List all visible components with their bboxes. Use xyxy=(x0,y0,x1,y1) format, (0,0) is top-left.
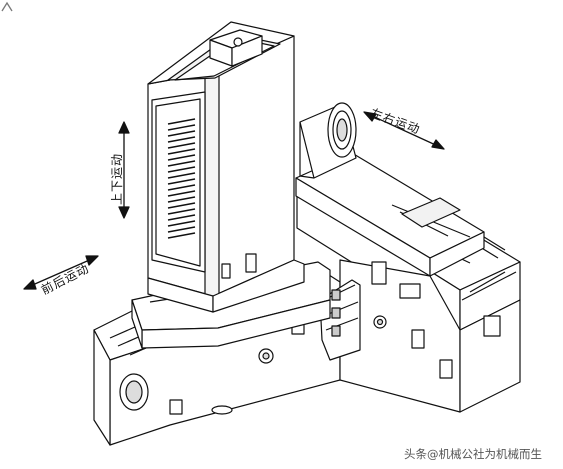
left-right-arrow-icon xyxy=(363,111,445,150)
vertical-column xyxy=(147,21,305,313)
watermark-text: 头条@机械公社为机械而生 xyxy=(404,447,542,461)
up-down-arrow-icon xyxy=(118,121,130,219)
motion-arrows xyxy=(23,111,445,290)
ventilation-louvers xyxy=(167,118,196,239)
rear-base xyxy=(339,259,521,413)
toutiao-logo-icon xyxy=(1,1,13,12)
spindle-unit xyxy=(299,102,357,179)
front-back-arrow-icon xyxy=(23,255,99,290)
up-down-label: 上下运动 xyxy=(110,152,124,205)
